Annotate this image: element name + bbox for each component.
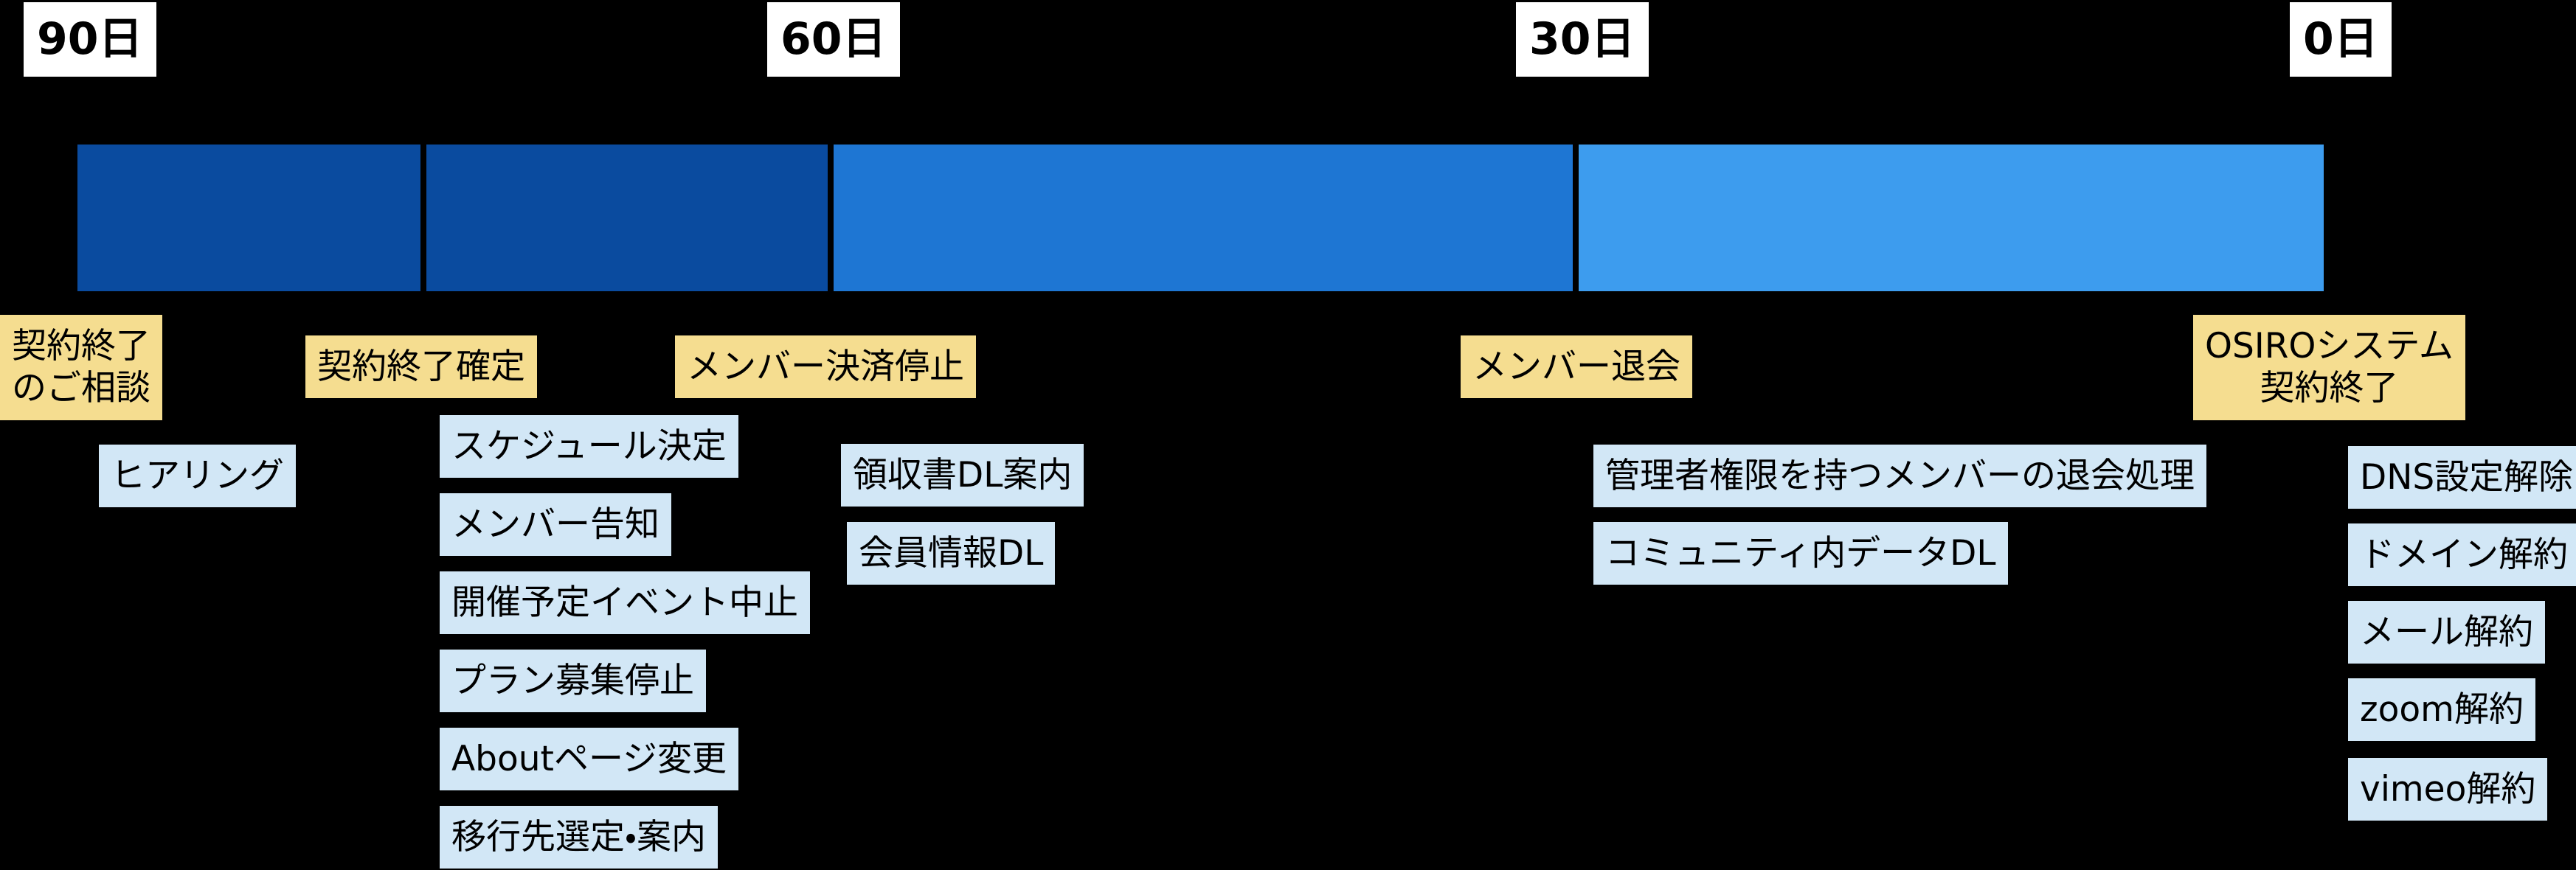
milestone-contract-end-confirmed: 契約終了確定	[305, 335, 537, 399]
task-plan-recruitment-stop: プラン募集停止	[440, 650, 706, 713]
task-receipt-dl-guide: 領収書DL案内	[841, 444, 1084, 507]
milestone-line: OSIROシステム	[2205, 326, 2454, 366]
day-marker-60: 60日	[767, 2, 900, 77]
milestone-line: のご相談	[12, 368, 150, 409]
bar-segment-confirmation-phase	[426, 145, 828, 291]
task-domain-cancel: ドメイン解約	[2348, 523, 2576, 587]
milestone-line: 契約終了	[12, 326, 150, 366]
milestone-contract-end-consultation: 契約終了 のご相談	[0, 315, 162, 420]
task-dns-setting-release: DNS設定解除	[2348, 446, 2576, 509]
task-member-notice: メンバー告知	[440, 493, 671, 557]
milestone-member-withdrawal: メンバー退会	[1461, 335, 1692, 399]
day-marker-30: 30日	[1516, 2, 1649, 77]
task-member-info-dl: 会員情報DL	[847, 522, 1056, 585]
task-community-data-dl: コミュニティ内データDL	[1593, 522, 2008, 585]
milestone-line: 契約終了	[2260, 368, 2399, 409]
task-zoom-cancel: zoom解約	[2348, 678, 2535, 742]
task-scheduled-event-cancel: 開催予定イベント中止	[440, 571, 810, 635]
milestone-osiro-contract-end: OSIROシステム 契約終了	[2193, 315, 2465, 420]
bar-segment-consultation-phase	[77, 145, 420, 291]
bar-segment-withdrawal-phase	[1579, 145, 2324, 291]
bar-segment-payment-stop-phase	[834, 145, 1573, 291]
task-migration-selection: 移行先選定・案内	[440, 806, 718, 869]
day-marker-0: 0日	[2290, 2, 2392, 77]
task-hearing: ヒアリング	[99, 445, 296, 508]
milestone-member-payment-stop: メンバー決済停止	[675, 335, 976, 399]
task-admin-member-withdrawal: 管理者権限を持つメンバーの退会処理	[1593, 445, 2206, 508]
task-schedule-decision: スケジュール決定	[440, 415, 738, 478]
task-mail-cancel: メール解約	[2348, 601, 2545, 664]
task-about-page-change: Aboutページ変更	[440, 728, 739, 791]
task-vimeo-cancel: vimeo解約	[2348, 758, 2548, 821]
day-marker-90: 90日	[24, 2, 156, 77]
